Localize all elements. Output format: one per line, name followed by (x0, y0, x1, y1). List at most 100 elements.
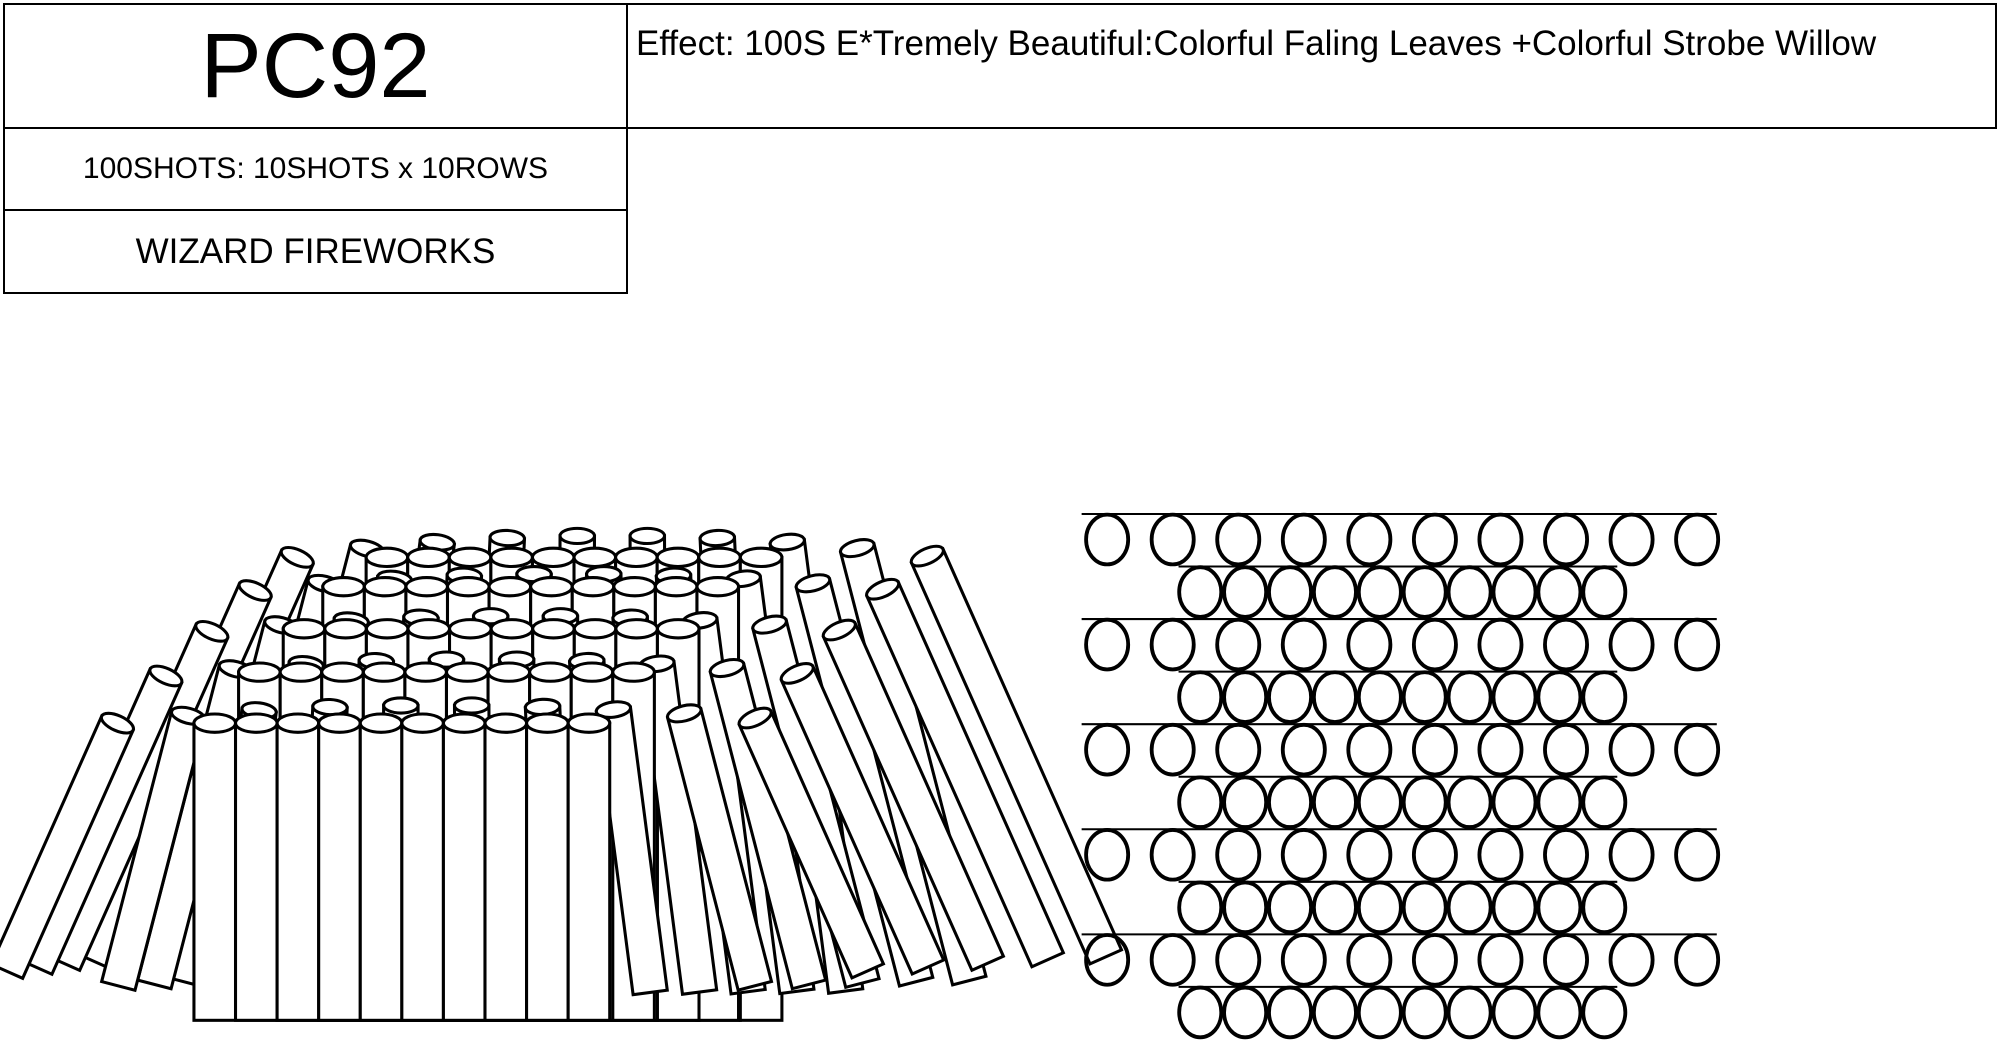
tube (400, 712, 445, 1022)
tube-circle (1084, 933, 1131, 987)
tube-circle (1222, 985, 1269, 1040)
tube-circle (1608, 827, 1655, 882)
tube-circle (1446, 670, 1493, 724)
tube (594, 700, 669, 997)
tube-circle (1149, 722, 1196, 777)
tube (665, 703, 774, 993)
tube-circle (1536, 880, 1583, 935)
tube-circle (1177, 985, 1224, 1040)
tube-circle (1280, 933, 1327, 987)
tube-circle (1477, 933, 1524, 987)
tube-circle (1674, 512, 1721, 567)
tube-circle (1267, 565, 1313, 619)
tube-circle (1446, 985, 1493, 1040)
tube-circle (1311, 880, 1358, 935)
tube-circle (1346, 827, 1393, 882)
tube-circle (1608, 617, 1655, 672)
tube-circle (1222, 880, 1269, 935)
tube-circle (1536, 985, 1583, 1040)
tube-circle (1401, 565, 1448, 619)
tube-circle (1346, 617, 1393, 672)
tube-circle (1411, 512, 1458, 567)
tube-circle (1149, 512, 1196, 567)
tube-circle (1280, 512, 1327, 567)
tube-circle (1267, 880, 1313, 935)
tube-circle (1084, 827, 1131, 882)
tube (192, 712, 238, 1022)
tube-circle (1446, 565, 1493, 619)
tube-circle (1401, 670, 1448, 724)
tube-circle (1215, 512, 1262, 567)
tube-circle (1411, 933, 1458, 987)
tube-circle (1267, 985, 1313, 1040)
tube-circle (1674, 722, 1721, 777)
tube-circle (1491, 670, 1538, 724)
tube-circle (1177, 565, 1224, 619)
tube (909, 544, 1124, 966)
tube (99, 705, 207, 993)
tube-circle (1222, 565, 1269, 619)
tube-circle (1346, 933, 1393, 987)
tube-circle (1401, 985, 1448, 1040)
tube-circle (1356, 985, 1403, 1040)
tube (566, 712, 612, 1022)
tube (779, 662, 946, 977)
tube-circle (1491, 565, 1538, 619)
tube-circle (1222, 775, 1269, 830)
tube-circle (1491, 985, 1538, 1040)
tube-circle (1280, 722, 1327, 777)
tube-circle (1491, 775, 1538, 830)
tube-circle (1356, 565, 1403, 619)
tube-circle (1346, 722, 1393, 777)
tube-circle (1149, 827, 1196, 882)
tube (317, 712, 362, 1022)
tube-circle (1543, 827, 1589, 882)
tube-circle (1311, 565, 1358, 619)
tube (525, 712, 570, 1022)
tube-circle (1674, 617, 1721, 672)
tube-circle (1311, 775, 1358, 830)
tube-circle (1536, 670, 1583, 724)
tube-circle (1084, 617, 1131, 672)
tube-circle (1674, 827, 1721, 882)
tube-circle (1581, 880, 1628, 935)
tube-circle (1543, 617, 1589, 672)
tube-circle (1581, 565, 1628, 619)
tube-circle (1446, 775, 1493, 830)
tube-circle (1280, 617, 1327, 672)
tube (358, 712, 404, 1022)
tube-circle (1222, 670, 1269, 724)
tube-circle (1608, 512, 1655, 567)
tube-circle (1491, 880, 1538, 935)
tube-circle (1356, 775, 1403, 830)
tube-circle (1477, 827, 1524, 882)
tube-circle (1149, 933, 1196, 987)
tube-circle (1215, 722, 1262, 777)
tube-circle (1581, 775, 1628, 830)
tube-circle (1149, 617, 1196, 672)
tube-circle (1446, 880, 1493, 935)
tube (864, 577, 1066, 969)
tube-circle (1581, 985, 1628, 1040)
tube-circle (1177, 670, 1224, 724)
tube (483, 712, 529, 1022)
tube-circle (1477, 512, 1524, 567)
tube-circle (1215, 827, 1262, 882)
tube-circle (1401, 880, 1448, 935)
brand-name: WIZARD FIREWORKS (3, 209, 628, 294)
tube (821, 618, 1006, 973)
tube-circle (1411, 617, 1458, 672)
tube-circle (1543, 722, 1589, 777)
tube-circle (1215, 933, 1262, 987)
tube (0, 711, 136, 981)
tube-circle (1084, 512, 1131, 567)
tube-circle (1177, 880, 1224, 935)
tube-circle (1543, 933, 1589, 987)
tube-circle (1084, 722, 1131, 777)
tube-circle (1280, 827, 1327, 882)
effect-description: Effect: 100S E*Tremely Beautiful:Colorfu… (626, 3, 1997, 129)
tube (233, 712, 279, 1022)
tube (441, 712, 487, 1022)
tube-circle (1401, 775, 1448, 830)
